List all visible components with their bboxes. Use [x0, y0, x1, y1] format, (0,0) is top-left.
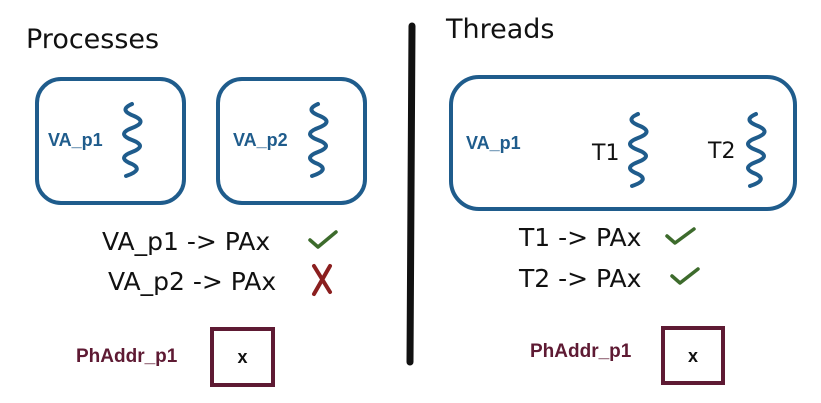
thread-1-label: T1 — [591, 141, 619, 166]
thread-mapping-1: T1 -> PAx — [518, 223, 641, 252]
process-2-va-label: VA_p2 — [233, 130, 288, 150]
check-icon — [670, 267, 700, 285]
process-mapping-1: VA_p1 -> PAx — [102, 227, 270, 256]
thread-process-box — [449, 75, 797, 211]
check-icon — [665, 227, 696, 245]
process-1-va-label: VA_p1 — [48, 130, 103, 150]
processes-heading: Processes — [26, 24, 159, 55]
process-box-2 — [216, 77, 367, 205]
physical-memory-cell — [661, 326, 725, 385]
squiggle-icon — [122, 102, 143, 178]
divider-line — [406, 22, 416, 366]
cross-icon — [312, 264, 332, 296]
process-physical-label: PhAddr_p1 — [76, 346, 178, 367]
squiggle-icon — [746, 112, 767, 188]
physical-cell-value: x — [688, 346, 698, 366]
squiggle-icon — [308, 102, 329, 178]
physical-memory-cell — [210, 327, 275, 387]
process-mapping-2: VA_p2 -> PAx — [108, 267, 276, 296]
check-icon — [308, 230, 338, 249]
process-box-1 — [35, 77, 186, 205]
thread-physical-label: PhAddr_p1 — [530, 341, 632, 362]
physical-cell-value: x — [237, 347, 247, 367]
thread-process-va-label: VA_p1 — [466, 133, 521, 153]
threads-heading: Threads — [445, 14, 554, 45]
squiggle-icon — [628, 112, 649, 188]
thread-mapping-2: T2 -> PAx — [518, 264, 641, 293]
thread-2-label: T2 — [707, 139, 735, 164]
